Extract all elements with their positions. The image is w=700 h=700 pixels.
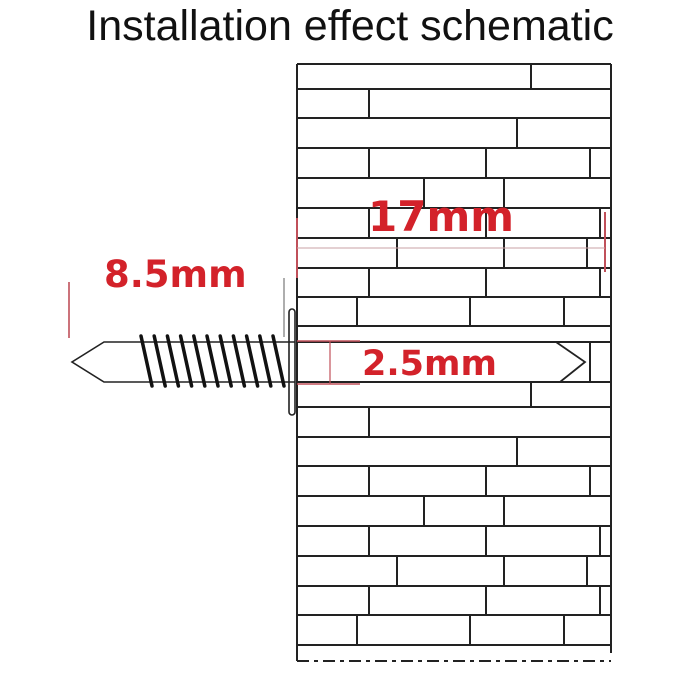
thread-line [218, 334, 233, 388]
brick-wall [296, 63, 612, 662]
thread-line [152, 334, 167, 388]
thread-line [139, 334, 154, 388]
thread-line [165, 334, 181, 388]
dimension-17mm: 17mm [296, 192, 606, 278]
thread-line [178, 334, 194, 388]
label-17mm: 17mm [368, 192, 514, 241]
anchor-tip [555, 341, 587, 383]
screw-threads [139, 334, 286, 388]
dimension-2-5mm [297, 340, 360, 385]
dimension-8-5mm: 8.5mm [68, 253, 285, 338]
thread-line [258, 334, 273, 388]
thread-line [205, 334, 220, 388]
thread-line [231, 334, 247, 388]
label-8-5mm: 8.5mm [104, 253, 247, 296]
label-2-5mm: 2.5mm [362, 344, 497, 384]
diagram-title: Installation effect schematic [86, 2, 614, 50]
thread-line [192, 334, 207, 388]
thread-line [244, 334, 260, 388]
thread-line [271, 334, 286, 388]
screw-head [288, 308, 296, 416]
